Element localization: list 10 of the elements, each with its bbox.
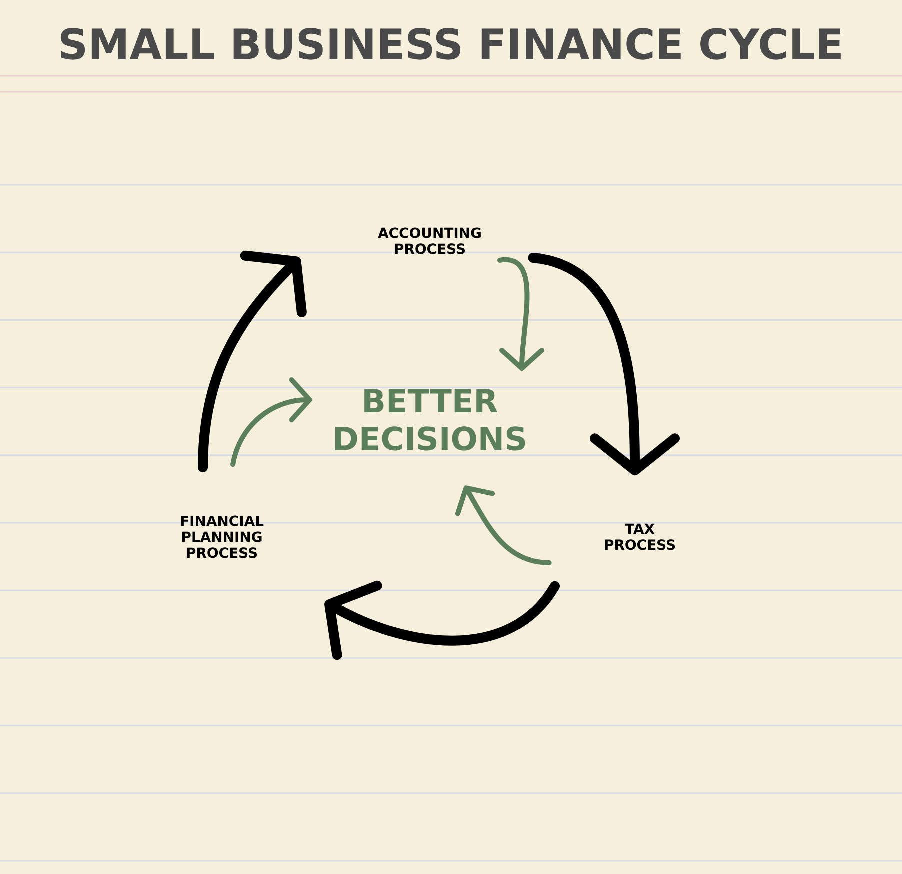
step-label: TAX PROCESS — [605, 524, 676, 550]
step-label: FINANCIAL PLANNING PROCESS — [181, 516, 264, 558]
arrow — [498, 258, 544, 372]
title: SMALL BUSINESS FINANCE CYCLE — [60, 28, 841, 60]
arrow — [528, 253, 680, 476]
arrow — [324, 580, 560, 660]
center-label: BETTER DECISIONS — [335, 389, 526, 451]
arrow — [198, 250, 307, 473]
step-label: ACCOUNTING PROCESS — [378, 228, 481, 254]
arrow — [455, 486, 552, 566]
